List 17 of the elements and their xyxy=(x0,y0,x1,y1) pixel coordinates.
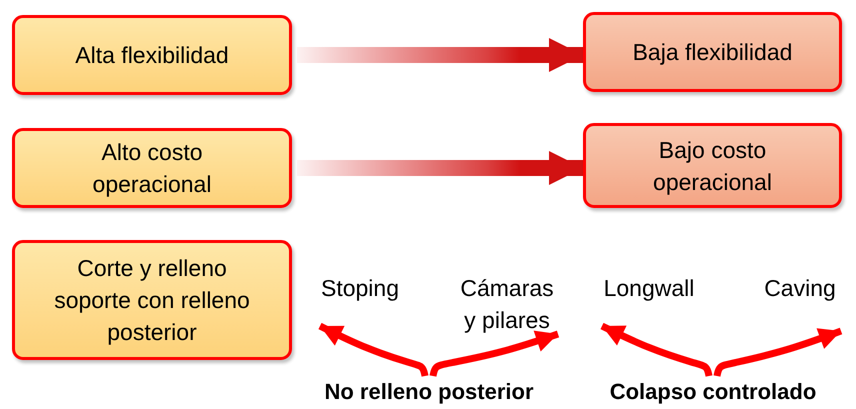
arrow xyxy=(430,330,560,378)
method-label: Caving xyxy=(764,274,836,303)
arrow xyxy=(318,322,428,378)
arrow xyxy=(297,151,583,185)
result-box: Baja flexibilidad xyxy=(583,12,842,92)
result-box: Bajo costo operacional xyxy=(583,123,842,208)
process-box: Alto costo operacional xyxy=(12,128,292,208)
method-label: Stoping xyxy=(320,274,399,303)
arrow xyxy=(297,38,583,72)
process-box: Alta flexibilidad xyxy=(12,15,292,95)
arrow xyxy=(714,328,842,378)
arrow xyxy=(600,322,712,378)
process-box: Corte y relleno soporte con relleno posterior xyxy=(12,240,292,360)
group-label: No relleno posterior xyxy=(324,378,534,406)
method-label: Cámaras y pilares xyxy=(459,274,555,335)
group-label: Colapso controlado xyxy=(610,378,816,406)
method-label: Longwall xyxy=(604,274,694,303)
